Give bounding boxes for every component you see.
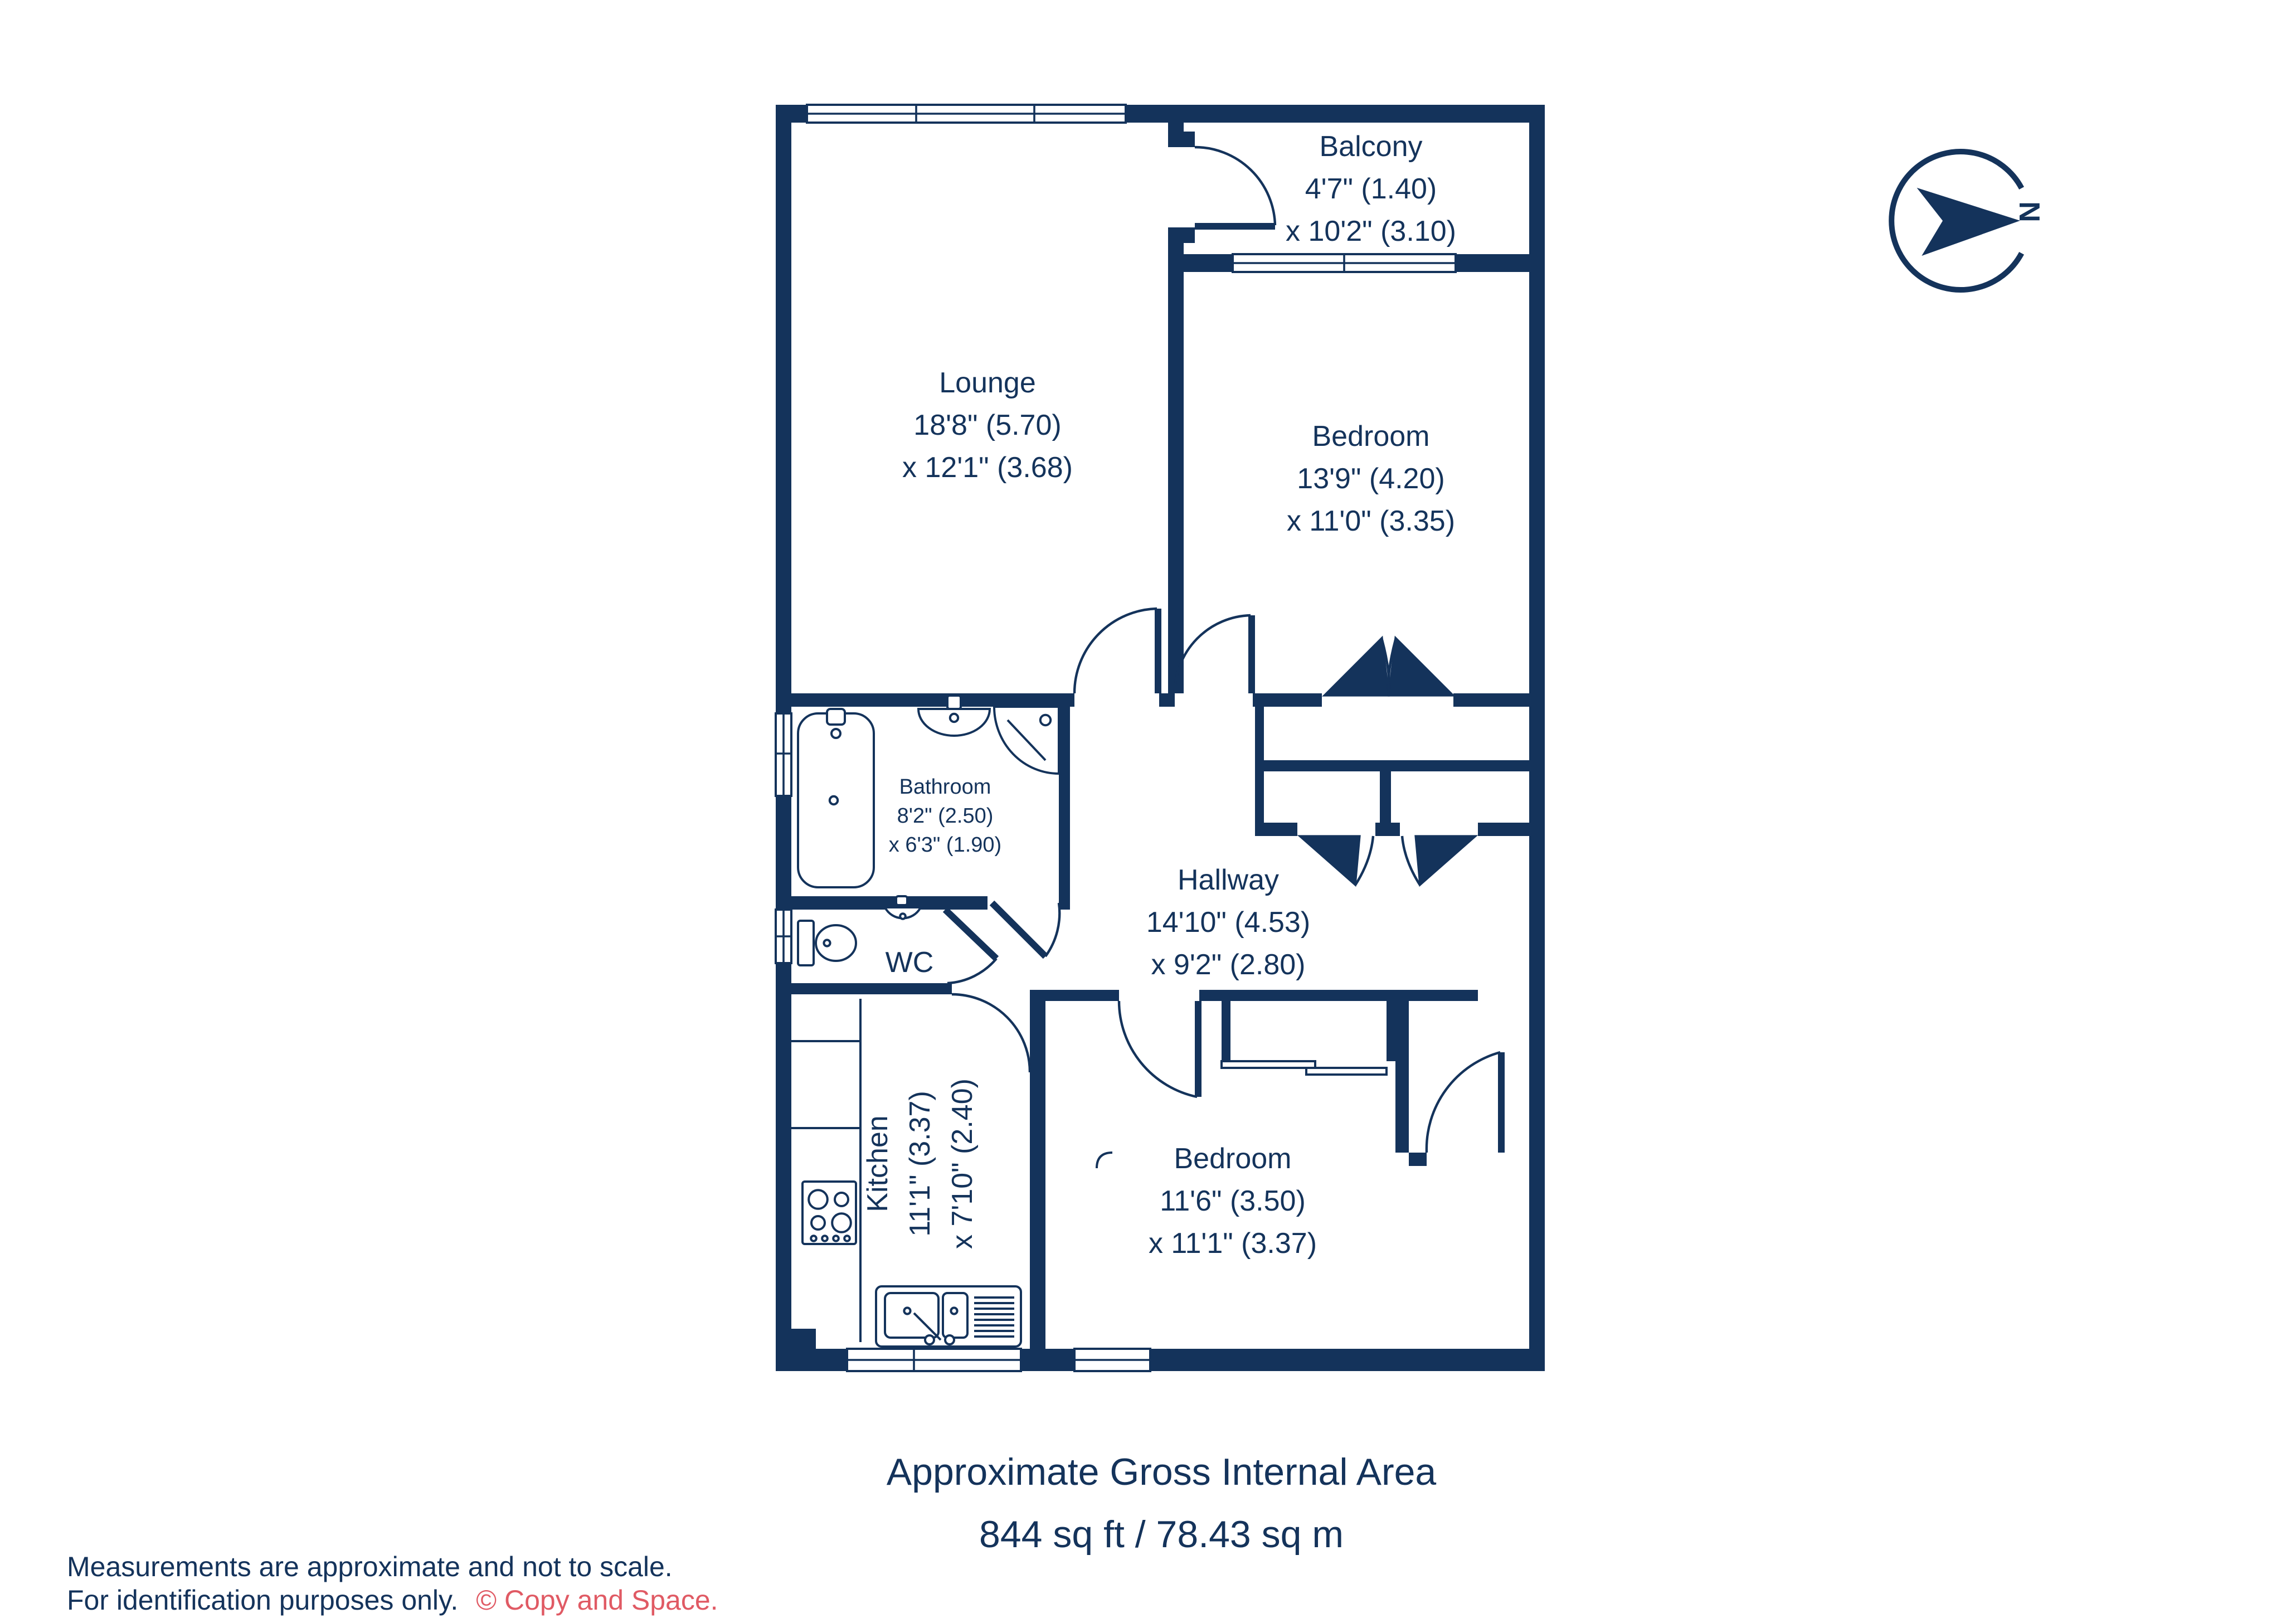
area-title: Approximate Gross Internal Area xyxy=(887,1451,1437,1493)
room-labels: Lounge 18'8" (5.70) x 12'1" (3.68) Balco… xyxy=(862,130,1456,1260)
room-label-hallway: Hallway 14'10" (4.53) x 9'2" (2.80) xyxy=(1146,864,1310,981)
kitchen-sink-icon xyxy=(875,1285,1022,1348)
wall-bedroom2-top-b xyxy=(1199,990,1478,1001)
wall-cupboard-divider xyxy=(1380,771,1391,836)
window-bedroom2 xyxy=(1073,1348,1151,1372)
compass-circle xyxy=(1889,149,2025,293)
wall-cupboard-bottom-a xyxy=(1255,823,1297,836)
wall-kitchen-right xyxy=(1030,994,1045,1349)
bifold-cupboard-left xyxy=(1297,835,1375,887)
bathroom-name: Bathroom xyxy=(899,775,991,799)
wall-balcony-bottom-right xyxy=(1456,254,1529,272)
kitchen-dim2: x 7'10" (2.40) xyxy=(946,1078,979,1249)
wc-sink-icon xyxy=(883,895,923,920)
window-wc xyxy=(775,908,792,964)
shower-icon xyxy=(993,706,1060,775)
door-lounge xyxy=(1073,607,1161,694)
room-label-bedroom-top: Bedroom 13'9" (4.20) x 11'0" (3.35) xyxy=(1287,420,1455,537)
room-label-bathroom: Bathroom 8'2" (2.50) x 6'3" (1.90) xyxy=(889,775,1001,857)
kitchen-name: Kitchen xyxy=(862,1115,894,1212)
door-bedroom-bottom xyxy=(1117,1000,1201,1099)
wall-bedroom2-top-a xyxy=(1030,990,1119,1001)
balcony-name: Balcony xyxy=(1320,130,1423,163)
compass-icon: N xyxy=(1889,149,2045,293)
lounge-dim1: 18'8" (5.70) xyxy=(913,409,1061,441)
area-summary: Approximate Gross Internal Area 844 sq f… xyxy=(887,1451,1437,1556)
door-kitchen xyxy=(951,993,1032,1073)
area-value: 844 sq ft / 78.43 sq m xyxy=(979,1513,1344,1556)
wall-cupboard-mid xyxy=(1255,760,1529,771)
door-bedroom-top xyxy=(1173,614,1255,694)
fixtures xyxy=(791,694,1113,1348)
wall-stub-between-doors xyxy=(1159,693,1175,707)
room-label-balcony: Balcony 4'7" (1.40) x 10'2" (3.10) xyxy=(1286,130,1456,247)
balcony-dim2: x 10'2" (3.10) xyxy=(1286,215,1456,247)
bathroom-dim2: x 6'3" (1.90) xyxy=(889,833,1001,857)
wall-balcony-bottom-left xyxy=(1184,254,1233,272)
wall-nook-stub xyxy=(1409,1153,1427,1166)
hallway-name: Hallway xyxy=(1178,864,1279,896)
disclaimer-line1: Measurements are approximate and not to … xyxy=(67,1551,673,1582)
door-bathroom xyxy=(989,900,1061,959)
wall-divider-lounge-bedroom xyxy=(1168,227,1184,693)
wall-wc-bottom xyxy=(776,983,952,994)
compass-north-label: N xyxy=(2013,201,2045,222)
window-bedroom-balcony xyxy=(1232,253,1457,273)
room-label-kitchen: Kitchen 11'1" (3.37) x 7'10" (2.40) xyxy=(862,1078,979,1249)
bedroom-top-name: Bedroom xyxy=(1312,420,1430,453)
footer-disclaimer: Measurements are approximate and not to … xyxy=(67,1551,718,1616)
balcony-dim1: 4'7" (1.40) xyxy=(1305,173,1437,205)
bedroom-top-dim1: 13'9" (4.20) xyxy=(1297,463,1444,495)
wall-recess-pier-left xyxy=(1222,1001,1230,1061)
bath-icon xyxy=(797,708,875,888)
wall-outer-right xyxy=(1529,105,1545,1371)
bedroom-top-dim2: x 11'0" (3.35) xyxy=(1287,505,1455,537)
door-balcony xyxy=(1194,145,1277,230)
window-bathroom xyxy=(775,712,792,797)
bedroom-bottom-dim1: 11'6" (3.50) xyxy=(1160,1185,1306,1217)
bedroom-bottom-name: Bedroom xyxy=(1174,1143,1292,1175)
lounge-name: Lounge xyxy=(939,367,1036,399)
compass-arrow xyxy=(1916,187,2021,256)
wall-bathroom-bottom xyxy=(776,896,988,910)
window-kitchen xyxy=(846,1348,1022,1372)
kitchen-counter xyxy=(791,999,1113,1342)
doors xyxy=(942,145,1505,1153)
wall-cupboard-bottom-c xyxy=(1478,823,1529,836)
wall-bedroom-bottom-b xyxy=(1453,693,1529,707)
wall-bathroom-right xyxy=(1059,707,1070,910)
credit-text: © Copy and Space. xyxy=(476,1585,718,1616)
door-wc xyxy=(942,907,999,985)
wc-name: WC xyxy=(886,946,934,979)
sliding-wardrobe-bedroom-bottom xyxy=(1220,1060,1388,1076)
wall-step-kitchen-corner xyxy=(776,1329,816,1351)
windows xyxy=(775,104,1457,1372)
wall-bedroom-bottom-a xyxy=(1253,693,1322,707)
drainer-lines xyxy=(974,1296,1014,1338)
room-label-lounge: Lounge 18'8" (5.70) x 12'1" (3.68) xyxy=(902,367,1073,484)
hallway-dim1: 14'10" (4.53) xyxy=(1146,906,1310,939)
hob-icon xyxy=(801,1180,857,1245)
toilet-icon xyxy=(797,920,857,966)
wall-bathroom-top xyxy=(776,693,1074,707)
bedroom-bottom-dim2: x 11'1" (3.37) xyxy=(1149,1227,1317,1260)
hallway-dim2: x 9'2" (2.80) xyxy=(1151,949,1306,981)
wall-jamb-balcony-top xyxy=(1168,132,1195,147)
bifold-cupboard-right xyxy=(1400,835,1478,887)
wall-recess-pier-right xyxy=(1387,1001,1395,1061)
window-lounge xyxy=(806,104,1127,124)
bifold-wardrobe-bedroom-top xyxy=(1322,635,1456,697)
disclaimer-line2: For identification purposes only. © Copy … xyxy=(67,1585,718,1616)
door-airing-cupboard xyxy=(1425,1051,1505,1153)
disclaimer-line2-text: For identification purposes only. xyxy=(67,1585,458,1616)
room-label-wc: WC xyxy=(886,946,934,979)
bathroom-sink-icon xyxy=(917,694,991,737)
lounge-dim2: x 12'1" (3.68) xyxy=(902,451,1073,484)
bathroom-dim1: 8'2" (2.50) xyxy=(897,804,994,828)
kitchen-dim1: 11'1" (3.37) xyxy=(904,1091,936,1237)
room-label-bedroom-bottom: Bedroom 11'6" (3.50) x 11'1" (3.37) xyxy=(1149,1143,1317,1260)
wall-bedroom2-right xyxy=(1395,1001,1409,1153)
